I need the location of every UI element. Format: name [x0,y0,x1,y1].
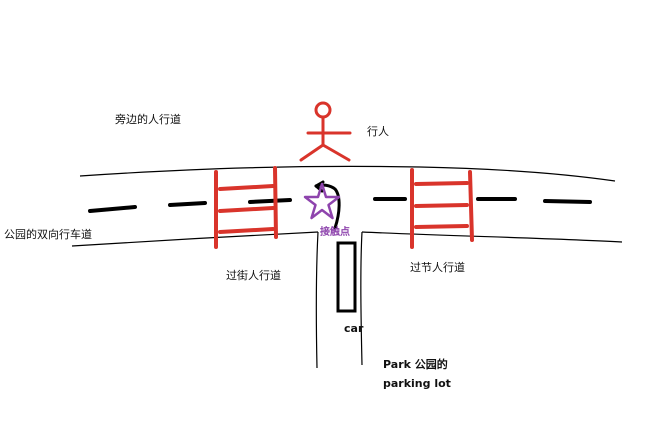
road-bottom-edge-right [361,231,623,243]
car-label: car [344,322,364,335]
road-bottom-edge-left [71,231,319,247]
center-dashed-line [88,197,592,213]
park-road-label: 公园的双向行车道 [4,228,92,241]
star-icon [303,182,341,220]
crosswalk-left-label: 过街人行道 [226,269,281,282]
parking-lot-label-line1: Park 公园的 [383,358,448,371]
pedestrian-label: 行人 [367,125,389,138]
stick-figure-icon [299,101,352,162]
contact-point-label: 接触点 [320,227,350,238]
car-icon [336,241,357,313]
parking-entrance-right [360,231,363,366]
crosswalk-right-label: 过节人行道 [410,261,465,274]
road-top-edge [79,165,616,182]
side-sidewalk-label: 旁边的人行道 [115,113,181,126]
crosswalk-left [214,166,278,249]
parking-entrance-left [315,231,319,369]
parking-lot-label-line2: parking lot [383,377,451,390]
crosswalk-right [410,168,474,249]
